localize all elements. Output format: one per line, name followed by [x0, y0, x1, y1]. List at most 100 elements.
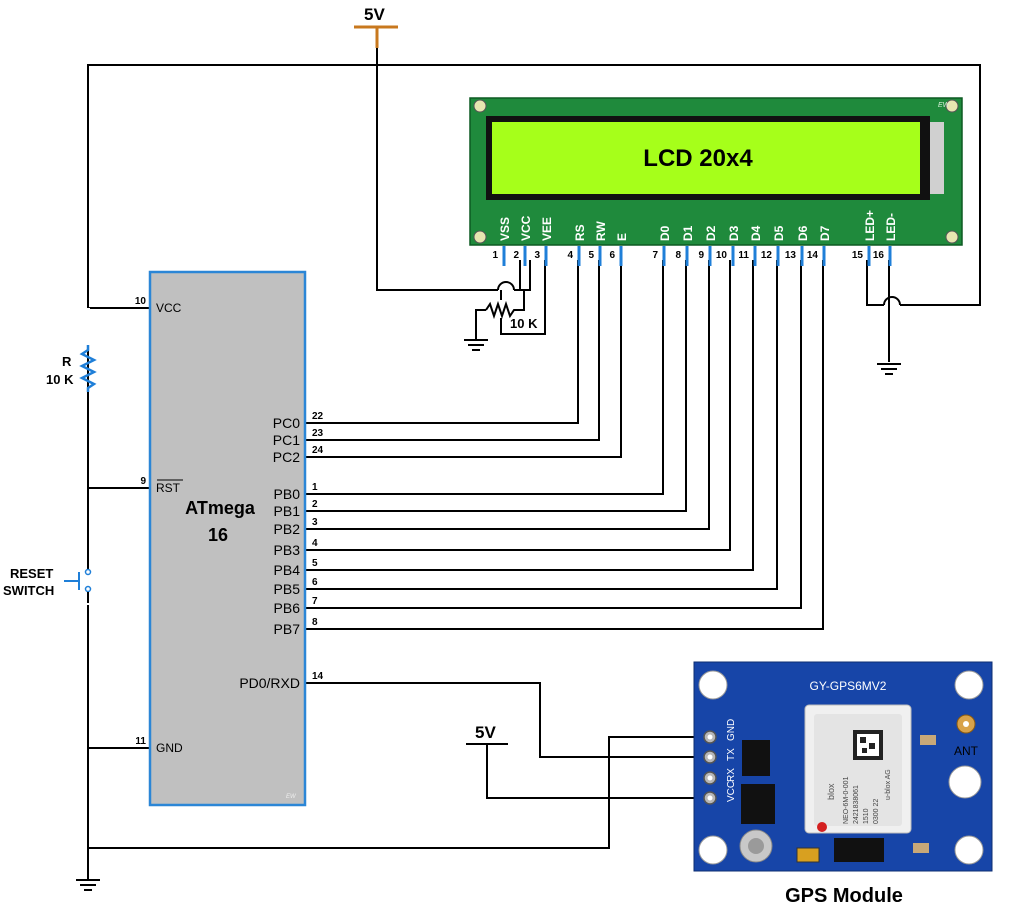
- mcu-right-pin-number: 5: [312, 558, 318, 569]
- mcu-left-pin-number: 9: [140, 476, 146, 487]
- mcu-right-pin-name: PC2: [273, 449, 300, 465]
- lcd-pin-number: 13: [785, 250, 797, 261]
- lcd-pin-number: 15: [852, 250, 864, 261]
- lcd-pin-number: 12: [761, 250, 773, 261]
- lcd-pin-name: VSS: [498, 217, 512, 241]
- mcu-right-pin-number: 7: [312, 596, 318, 607]
- mcu-left-pin-number: 10: [135, 296, 147, 307]
- mcu-right-pin-number: 4: [312, 538, 318, 549]
- mcu-right-pin-name: PB5: [274, 581, 301, 597]
- supply-label-top: 5V: [364, 5, 385, 24]
- gps-module: GY-GPS6MV2 blox NEO-6M-0-001 2421838061 …: [693, 661, 993, 872]
- mcu-right-pin-name: PB1: [274, 503, 301, 519]
- lcd-pin-number: 16: [873, 250, 885, 261]
- lcd-pin-name: RS: [573, 224, 587, 241]
- mcu-right-pin-number: 3: [312, 517, 318, 528]
- gps-chip-line-3: 1510: [863, 808, 870, 824]
- reset-label-1: RESET: [10, 566, 53, 581]
- lcd-corner: EW: [938, 102, 951, 109]
- mcu-left-pin-number: 11: [135, 736, 146, 747]
- gps-chip-side: u-blox AG: [885, 769, 892, 800]
- supply-label-gps: 5V: [475, 723, 496, 742]
- lcd-pin-name: D3: [727, 225, 741, 241]
- mcu-right-pin-name: PC0: [273, 415, 300, 431]
- lcd-pin-number: 3: [534, 250, 540, 261]
- mcu-right-pin-number: 2: [312, 499, 318, 510]
- mcu-left-pin-name: VCC: [156, 301, 182, 315]
- lcd-pin-name: D6: [796, 225, 810, 241]
- mcu-right-pin-number: 23: [312, 428, 324, 439]
- pot-label: 10 K: [510, 316, 538, 331]
- lcd-pin-name: VEE: [540, 217, 554, 241]
- lcd-pin-name: VCC: [519, 215, 533, 241]
- ground-led: [877, 363, 901, 375]
- mcu-right-pin-number: 6: [312, 577, 318, 588]
- reset-label-2: SWITCH: [3, 583, 54, 598]
- lcd-pin-number: 2: [513, 250, 519, 261]
- mcu-name: ATmega: [185, 498, 256, 518]
- lcd-pin-name: D7: [818, 225, 832, 241]
- gps-caption: GPS Module: [785, 885, 903, 907]
- mcu-corner: EW: [286, 794, 297, 800]
- mcu-model: 16: [208, 525, 228, 545]
- gps-pin-hole: [707, 734, 713, 740]
- mcu-right-pin-number: 1: [312, 482, 318, 493]
- mcu-right-pin-number: 22: [312, 411, 324, 422]
- lcd-pin-number: 14: [807, 250, 819, 261]
- mcu-right-pin-name: PC1: [273, 432, 300, 448]
- resistor-value: 10 K: [46, 372, 74, 387]
- gps-pin-hole: [707, 795, 713, 801]
- gps-pin-label: RX: [726, 768, 737, 782]
- resistor: R 10 K: [46, 308, 97, 392]
- mcu-right-pin-name: PB2: [274, 521, 301, 537]
- gps-pin-label: TX: [726, 748, 737, 761]
- gps-pin-label: VCC: [726, 781, 737, 802]
- mcu-right-pin-name: PB4: [274, 562, 301, 578]
- lcd-pin-name: RW: [594, 221, 608, 241]
- mcu-right-pin-number: 8: [312, 617, 318, 628]
- mcu-left-pin-name: RST: [156, 481, 181, 495]
- reset-switch: RESET SWITCH: [3, 558, 96, 605]
- mcu-right-pin-name: PB6: [274, 600, 301, 616]
- mcu-chip: ATmega 16 EW: [148, 270, 307, 807]
- gps-chip-line-4: 0300 22: [873, 799, 880, 824]
- gps-pin-hole: [707, 775, 713, 781]
- mcu-right-pin-name: PB3: [274, 542, 301, 558]
- gps-antenna-label: ANT: [954, 744, 979, 758]
- gps-chip-line-2: 2421838061: [853, 785, 860, 824]
- ground-main: [76, 848, 100, 891]
- lcd-pin-number: 4: [567, 250, 573, 261]
- gps-pin-label: GND: [726, 719, 737, 741]
- resistor-name: R: [62, 354, 72, 369]
- lcd-pins: VSS1VCC2VEE3RS4RW5E6D07D18D29D310D411D51…: [492, 210, 898, 331]
- lcd-pin-number: 8: [675, 250, 681, 261]
- lcd-pin-name: D2: [704, 225, 718, 241]
- lcd-pin-number: 11: [738, 250, 749, 261]
- lcd-pin-number: 1: [492, 250, 498, 261]
- gps-chip-brand: blox: [826, 783, 836, 800]
- lcd-pin-name: E: [615, 233, 629, 241]
- lcd-pin-name: LED+: [863, 210, 877, 241]
- lcd-pin-number: 5: [588, 250, 594, 261]
- lcd-pin-number: 7: [652, 250, 658, 261]
- ublox-logo: [817, 822, 827, 832]
- mcu-left-pin-name: GND: [156, 741, 183, 755]
- lcd-pin-number: 9: [698, 250, 704, 261]
- supply-5v-top: 5V: [354, 5, 398, 48]
- mcu-right-pin-number: 24: [312, 445, 324, 456]
- mcu-right-pin-number: 14: [312, 671, 324, 682]
- lcd-pin-name: D1: [681, 225, 695, 241]
- lcd-module: LCD 20x4 EW: [469, 97, 963, 246]
- gps-pin-hole: [707, 754, 713, 760]
- gps-chip-line-1: NEO-6M-0-001: [843, 776, 850, 824]
- mcu-right-pin-name: PB0: [274, 486, 301, 502]
- gps-board-label: GY-GPS6MV2: [810, 679, 887, 693]
- lcd-pin-name: D5: [772, 225, 786, 241]
- mcu-right-pin-name: PB7: [274, 621, 301, 637]
- mcu-right-pin-name: PD0/RXD: [239, 675, 300, 691]
- lcd-pin-name: LED-: [884, 213, 898, 241]
- lcd-pin-number: 6: [609, 250, 615, 261]
